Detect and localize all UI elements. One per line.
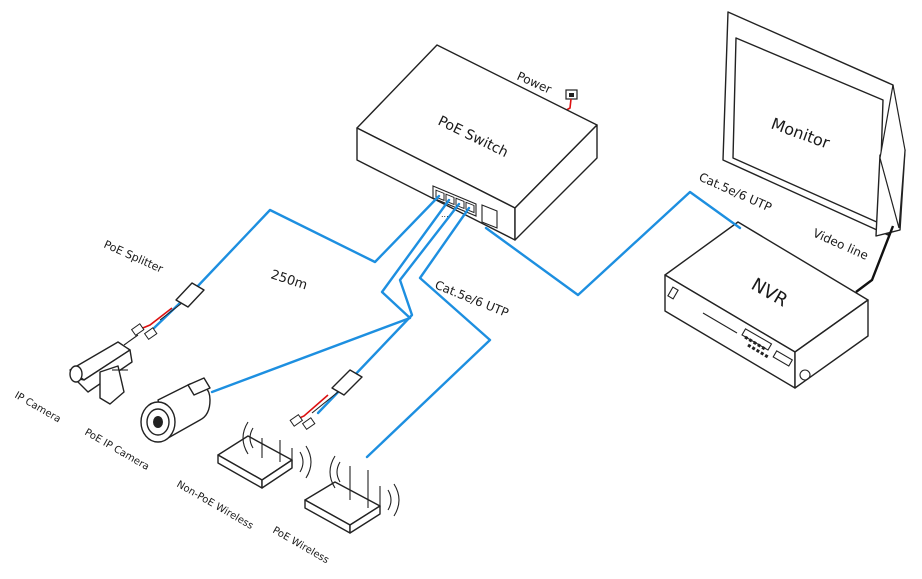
nvr-device	[664, 221, 869, 389]
non-poe-wireless-router	[217, 421, 312, 489]
cable-switch-poe-wireless	[365, 206, 492, 459]
poe-splitter-device	[130, 282, 205, 341]
ip-camera-device	[69, 334, 139, 405]
poe-ip-camera-label: PoE IP Camera	[83, 427, 151, 473]
cable-switch-nvr	[484, 190, 742, 297]
video-line-cable	[855, 225, 895, 293]
ethernet-cables	[150, 190, 742, 459]
non-poe-wireless-label: Non-PoE Wireless	[175, 479, 256, 532]
poe-switch-device: ...	[356, 44, 598, 241]
poe-splitter-label: PoE Splitter	[102, 238, 166, 276]
poe-ip-camera-device	[140, 377, 211, 443]
poe-splitter-2-device	[289, 369, 363, 431]
video-line-label: Video line	[811, 226, 871, 263]
poe-wireless-router	[304, 455, 400, 534]
poe-wireless-label: PoE Wireless	[271, 525, 331, 566]
cable-switch-splitter	[194, 194, 441, 290]
cable-switch-poe-camera	[210, 198, 451, 394]
cable-splitter-ip-camera	[150, 298, 185, 332]
ip-camera-label: IP Camera	[13, 390, 63, 425]
distance-label: 250m	[269, 268, 309, 294]
cable-switch-non-poe-splitter	[350, 202, 461, 380]
monitor-device	[722, 11, 906, 237]
svg-text:...: ...	[441, 210, 449, 219]
